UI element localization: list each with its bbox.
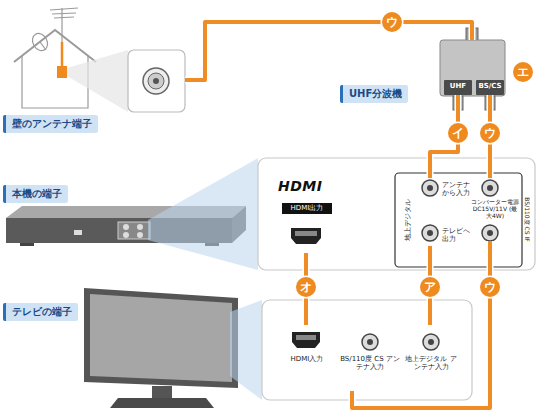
node-text: テレビの端子 [12,305,72,319]
callout-number: ウ [382,12,402,32]
cable-halo [185,22,472,80]
node-text: BS/110度 CS アンテナ入力 [340,355,400,371]
node-text: UHF [444,80,472,93]
cable [352,270,490,408]
node-text: UHF分波機 [340,85,408,103]
node-text: テレビへ出力 [442,227,472,243]
cable-line [185,22,472,80]
hdmi-port: HDMI出力 [282,203,332,253]
port-label: UHF [444,80,472,95]
bs-cs-input: BS/110度 CS アンテナ入力 [340,325,400,391]
cable-line [352,270,490,408]
terrestrial-input: 地上デジタル アンテナ入力 [402,325,460,381]
callout-number: エ [513,62,533,82]
cable-halo [352,270,490,408]
port-label: BS/CS [476,80,504,95]
node-text: 本機の端子 [12,187,62,201]
antenna-input: アンテナから入力 [420,178,470,200]
node-subtext: 地上デジタル [404,190,412,250]
node-text: HDMI出力 [282,203,332,214]
node-text: 壁のアンテナ端子 [3,115,98,133]
callout-number: ア [420,277,440,297]
node-text: HDMI入力 [280,355,334,363]
house [14,8,96,108]
recorder-panel: HDMI 地上デジタル BS/110度 CS IF HDMI出力 アンテナから入力テレビ… [258,158,535,270]
node-text: コンバーター電源 DC15V/11V (最大4W) [471,198,519,219]
section-tab: 本機の端子 [3,185,68,203]
node-text: アンテナから入力 [442,181,472,197]
node-text: HDMI [278,178,322,194]
converter-input: コンバーター電源 DC15V/11V (最大4W) [471,178,519,226]
hdmi-input: HDMI入力 [280,325,334,369]
splitter: UHF分波機UHFBS/CS [440,40,505,95]
wall-terminal: 壁のアンテナ端子 [128,50,185,112]
tv-output: テレビへ出力 [420,224,470,246]
callout-number: イ [448,123,468,143]
section-tab: テレビの端子 [3,303,78,321]
callout-number: ウ [480,277,500,297]
node-text: 地上デジタル アンテナ入力 [402,355,460,371]
node-text: BS/CS [476,80,504,93]
callout-number: ウ [480,123,500,143]
node-subtext: BS/110度 CS IF [524,188,531,252]
callout-number: オ [296,277,316,297]
cable [185,22,472,80]
